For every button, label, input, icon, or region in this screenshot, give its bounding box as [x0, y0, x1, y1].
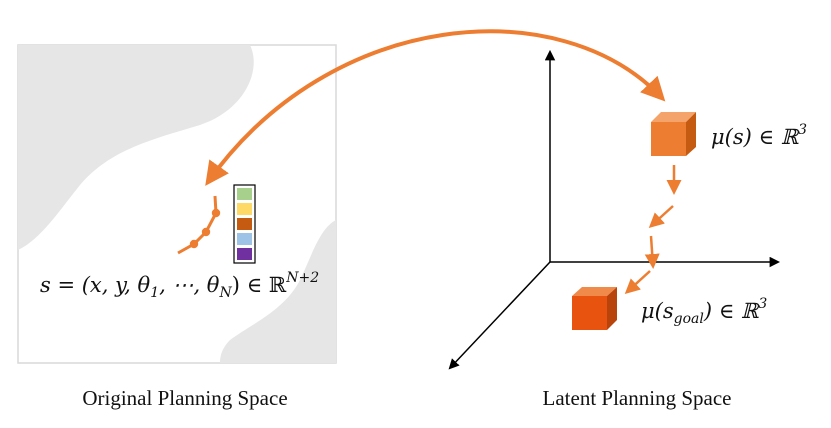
mapping-arrow — [205, 29, 666, 186]
joint-cell — [237, 248, 252, 260]
trajectory-arrow — [648, 205, 674, 229]
joint-cell — [237, 203, 252, 215]
arm-joint — [201, 227, 211, 237]
latent-start-cube — [651, 112, 696, 156]
trajectory-arrow — [644, 235, 660, 269]
original-space-caption: Original Planning Space — [82, 386, 287, 410]
joint-vector — [233, 184, 256, 264]
arm-joint — [211, 208, 221, 218]
latent-space-caption: Latent Planning Space — [543, 386, 732, 410]
obstacle-bottom-right — [220, 220, 336, 363]
latent-space-panel: μ(s) ∈ ℝ3 μ(sgoal) ∈ ℝ3 Latent Planning … — [448, 49, 807, 410]
joint-cell — [237, 233, 252, 245]
robot-arm — [177, 195, 221, 255]
trajectory-arrow — [624, 270, 651, 295]
joint-cell — [237, 188, 252, 200]
latent-goal-cube — [572, 287, 617, 330]
arm-joint — [189, 239, 199, 249]
mu-s-label: μ(s) ∈ ℝ3 — [711, 122, 807, 149]
state-formula: s = (x, y, θ1, ⋯, θN) ∈ ℝN+2 — [40, 270, 319, 301]
obstacle-top-left — [18, 45, 254, 250]
joint-cell — [237, 218, 252, 230]
mu-goal-label: μ(sgoal) ∈ ℝ3 — [641, 296, 767, 327]
axis-y — [448, 261, 551, 370]
